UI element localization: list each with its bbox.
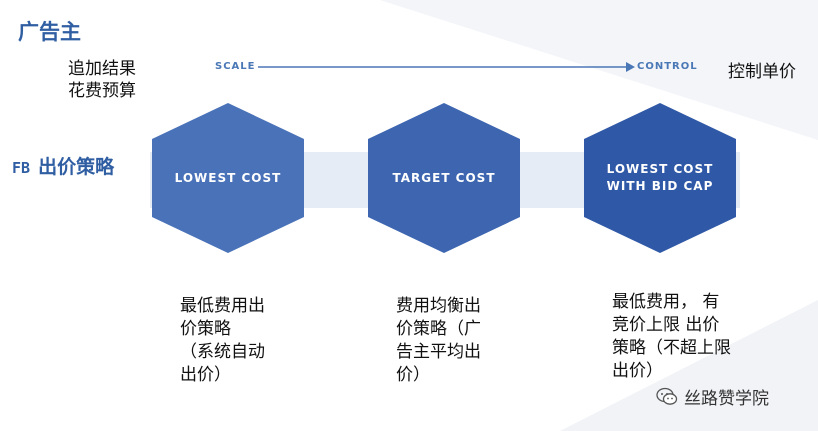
description-line: 竞价上限 出价: [612, 315, 720, 335]
description-line: 价策略: [180, 319, 231, 339]
control-label: CONTROL: [637, 61, 698, 72]
description-line: 出价）: [180, 365, 231, 385]
description-line: 策略（不超上限: [612, 338, 731, 358]
bid-strategy-text: 出价策略: [38, 156, 115, 178]
hexagon-target-cost: TARGET COST: [368, 103, 520, 253]
scale-control-arrow: [258, 62, 635, 72]
description-lowest-cost: 最低费用出 价策略 （系统自动 出价）: [180, 295, 290, 387]
hexagon-lowest-cost: LOWEST COST: [152, 103, 304, 253]
hexagon-label-line1: LOWEST COST: [606, 162, 714, 176]
hexagon-lowest-cost-bid-cap: LOWEST COST WITH BID CAP: [584, 103, 736, 253]
description-line: （系统自动: [180, 342, 265, 362]
description-line: 费用均衡出: [396, 296, 481, 316]
hexagon-label-line2: WITH BID CAP: [606, 179, 714, 193]
description-line: 最低费用出: [180, 296, 265, 316]
fb-bid-strategy-label: FB 出价策略: [12, 152, 114, 179]
watermark-text: 丝路赞学院: [684, 389, 769, 409]
description-line: 最低费用， 有: [612, 292, 720, 312]
scale-label: SCALE: [215, 61, 256, 72]
wechat-icon: [656, 387, 678, 405]
description-line: 价策略（广: [396, 319, 481, 339]
advertiser-label: 广告主: [18, 20, 81, 44]
description-target-cost: 费用均衡出 价策略（广 告主平均出 价）: [396, 295, 506, 387]
add-results-label: 追加结果: [68, 59, 136, 79]
fb-label: FB: [12, 159, 31, 177]
spend-budget-label: 花费预算: [68, 81, 136, 101]
hexagon-label: TARGET COST: [392, 170, 496, 185]
description-bid-cap: 最低费用， 有 竞价上限 出价 策略（不超上限 出价）: [612, 291, 742, 383]
description-line: 出价）: [612, 361, 663, 381]
hexagon-label: LOWEST COST: [174, 170, 282, 185]
description-line: 告主平均出: [396, 342, 481, 362]
watermark: 丝路赞学院: [656, 384, 769, 409]
description-line: 价）: [396, 365, 430, 385]
control-unit-price-label: 控制单价: [728, 62, 796, 82]
